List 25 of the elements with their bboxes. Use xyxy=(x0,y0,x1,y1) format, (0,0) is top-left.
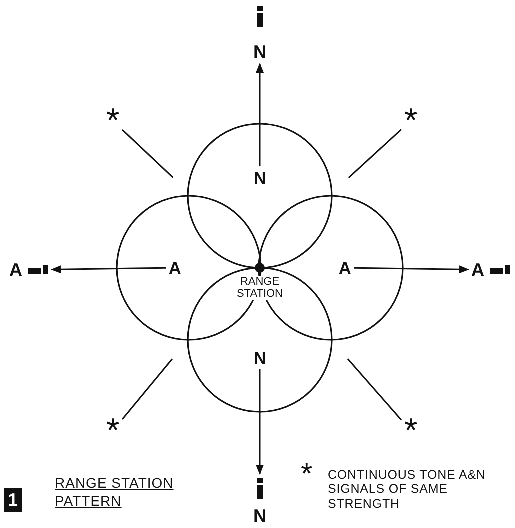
asterisk-mark: * xyxy=(404,104,418,138)
lobe-letter: N xyxy=(254,170,266,186)
lobe-letter: A xyxy=(169,260,182,276)
arrow xyxy=(256,63,264,166)
arrow xyxy=(354,266,470,274)
lobe-letter: A xyxy=(339,260,352,276)
asterisk-mark: * xyxy=(106,414,120,448)
signal-letter: N xyxy=(254,507,266,525)
legend-text: CONTINUOUS TONE A&N SIGNALS OF SAME STRENGTH xyxy=(328,468,487,512)
arrow xyxy=(51,266,166,274)
figure-number: 1 xyxy=(4,488,22,512)
lobe-letter: N xyxy=(254,350,266,366)
signal-letter: A xyxy=(472,261,484,279)
leader-line xyxy=(122,129,174,178)
leader-line xyxy=(347,358,402,421)
arrow xyxy=(256,370,264,475)
signal-letter: N xyxy=(254,43,266,61)
leader-line xyxy=(348,129,402,178)
caption: RANGE STATION PATTERN xyxy=(55,475,175,510)
signal-letter: A xyxy=(10,261,22,279)
asterisk-mark: * xyxy=(301,460,313,490)
station-dot xyxy=(255,263,265,273)
asterisk-mark: * xyxy=(106,104,120,138)
leader-line xyxy=(122,358,173,420)
asterisk-mark: * xyxy=(404,414,418,448)
